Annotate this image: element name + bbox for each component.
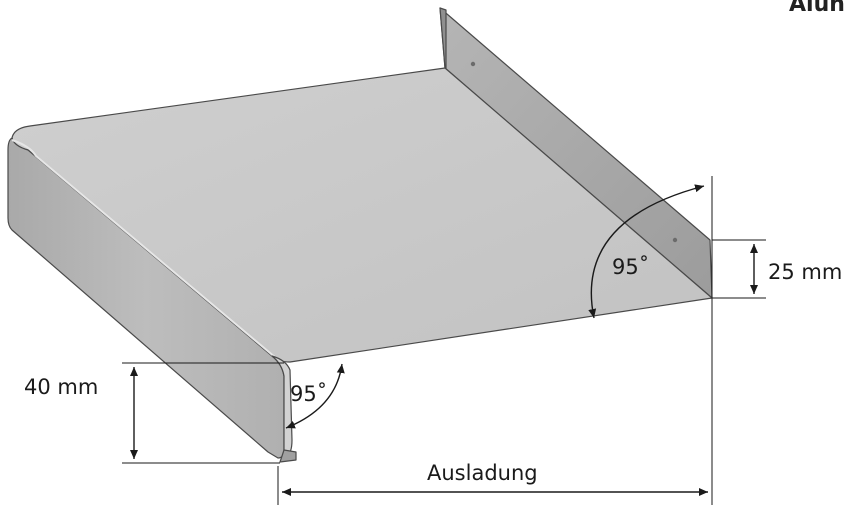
depth-label: Ausladung [427,461,538,485]
rear-fixing-hole [470,61,476,67]
front-height-label: 40 mm [24,375,98,399]
rear-fixing-hole [672,237,678,243]
heading-fragment: Alun [789,0,845,17]
rear-angle-arc [588,184,705,319]
front-angle-label: 95˚ [290,382,327,406]
front-angle-arc [285,363,345,429]
rear-angle-label: 95˚ [612,255,649,279]
upstand-height-label: 25 mm [768,260,842,284]
